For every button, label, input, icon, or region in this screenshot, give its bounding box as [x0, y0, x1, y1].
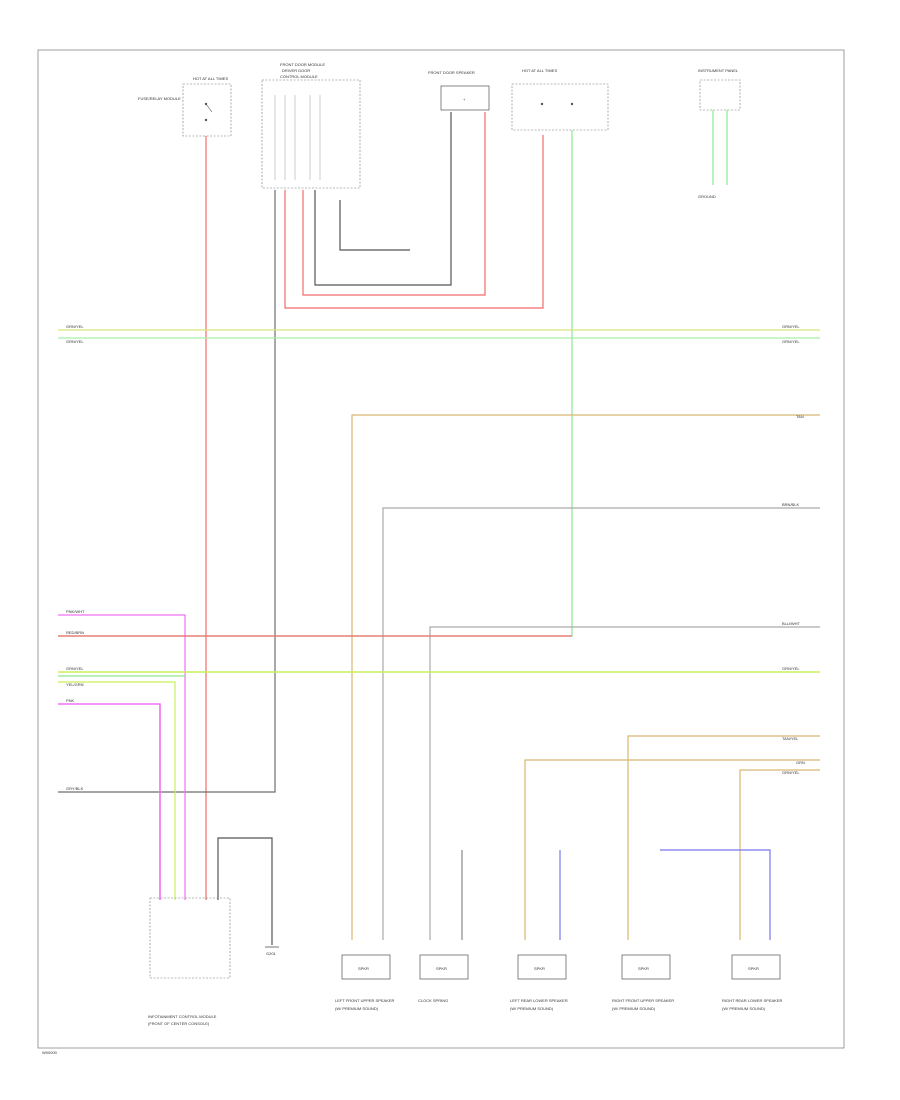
front-door-module-ctrl: CONTROL MODULE	[280, 74, 318, 79]
speaker-clock-spring: SPKR CLOCK SPRING	[418, 954, 469, 1003]
wire-label-r5: GRN/YEL	[782, 666, 800, 671]
speaker-clock-spring-label: CLOCK SPRING	[418, 998, 448, 1003]
fuse-box-left-label: FUSE/RELAY MODULE	[138, 96, 181, 101]
speaker-left-front-label: LEFT FRONT UPPER SPEAKER	[335, 998, 395, 1003]
wire-label-l5: YEL/GRN	[66, 682, 84, 687]
wire-label-r3: BRN/BLK	[782, 502, 799, 507]
speaker-left-rear: SPKR LEFT REAR LOWER SPEAKER (W/ PREMIUM…	[510, 954, 568, 1011]
wire-label-l6: PNK	[66, 698, 75, 703]
wire-tan-right-1	[627, 735, 820, 940]
speaker-clock-spring-tag: SPKR	[436, 966, 447, 971]
speaker-right-rear-sub: (W/ PREMIUM SOUND)	[722, 1006, 766, 1011]
wire-label-r1: GRN/YEL	[782, 339, 800, 344]
wire-gray-door-module	[58, 190, 276, 793]
wire-tan-right-2	[524, 759, 820, 940]
wire-label-l2: PNK/WHT	[66, 609, 85, 614]
wire-label-l0: GRN/YEL	[66, 324, 84, 329]
wire-label-r0: GRN/YEL	[782, 324, 800, 329]
speaker-left-rear-label: LEFT REAR LOWER SPEAKER	[510, 998, 568, 1003]
speaker-right-rear-label: RIGHT REAR LOWER SPEAKER	[722, 998, 782, 1003]
front-door-speaker-title: FRONT DOOR SPEAKER	[428, 70, 475, 75]
front-door-module: FRONT DOOR MODULE DRIVER DOOR CONTROL MO…	[261, 62, 361, 189]
wire-label-r4: BLU/WHT	[782, 621, 801, 626]
diagram-frame	[37, 49, 845, 1049]
wire-red-loop-2	[302, 112, 486, 296]
footer-code: W00000	[42, 1050, 58, 1055]
wire-darkgray-ground	[217, 837, 273, 945]
wire-label-l4: GRN/YEL	[66, 666, 84, 671]
ground-g201-label: G201	[266, 951, 277, 956]
fuse-box-left: HOT AT ALL TIMES FUSE/RELAY MODULE	[138, 76, 232, 137]
wire-gray-mid	[429, 626, 820, 940]
speaker-left-front-tag: SPKR	[358, 966, 369, 971]
speaker-right-front: SPKR RIGHT FRONT UPPER SPEAKER (W/ PREMI…	[612, 954, 674, 1011]
ground-g201: G201	[265, 946, 279, 956]
speaker-left-front: SPKR LEFT FRONT UPPER SPEAKER (W/ PREMIU…	[335, 954, 395, 1011]
wire-darkgray-short	[339, 200, 410, 251]
speaker-right-front-sub: (W/ PREMIUM SOUND)	[612, 1006, 656, 1011]
front-door-speaker: FRONT DOOR SPEAKER +	[428, 70, 490, 111]
wire-label-r6: TAN/YEL	[782, 736, 799, 741]
fuse-box-left-title: HOT AT ALL TIMES	[193, 76, 228, 81]
speaker-right-rear-tag: SPKR	[748, 966, 759, 971]
wire-label-r8: GRN/YEL	[782, 770, 800, 775]
speaker-left-front-sub: (W/ PREMIUM SOUND)	[335, 1006, 379, 1011]
fuse-box-right: HOT AT ALL TIMES	[511, 68, 609, 131]
bottom-module-sub: (FRONT OF CENTER CONSOLE)	[148, 1021, 210, 1026]
front-door-module-title: FRONT DOOR MODULE	[280, 62, 325, 67]
speaker-left-rear-tag: SPKR	[534, 966, 545, 971]
wire-yellowgreen-left	[58, 681, 176, 900]
speaker-right-front-label: RIGHT FRONT UPPER SPEAKER	[612, 998, 674, 1003]
wire-pink-bottom	[58, 703, 161, 900]
wire-label-r7: GRN	[796, 760, 805, 765]
wire-label-r2: TAN	[796, 414, 804, 419]
svg-text:+: +	[463, 97, 466, 102]
wire-blue-2	[660, 849, 771, 940]
infotainment-control-module: INFOTAINMENT CONTROL MODULE (FRONT OF CE…	[148, 897, 231, 1026]
wire-darkgray-loop	[314, 112, 452, 286]
fuse-box-right-title: HOT AT ALL TIMES	[522, 68, 557, 73]
instrument-panel-title: INSTRUMENT PANEL	[698, 68, 739, 73]
instrument-panel-module: INSTRUMENT PANEL GROUND	[698, 68, 741, 199]
wire-red-loop-1	[284, 135, 544, 309]
wire-tan-long	[351, 414, 820, 940]
wire-tan-right-3	[739, 769, 820, 940]
speaker-right-rear: SPKR RIGHT REAR LOWER SPEAKER (W/ PREMIU…	[722, 954, 782, 1011]
instrument-panel-ground: GROUND	[698, 194, 716, 199]
wire-label-l1: GRN/YEL	[66, 339, 84, 344]
wire-gray-long	[382, 507, 820, 940]
wire-pink-top	[58, 614, 186, 900]
wire-label-l3: RED/BRN	[66, 630, 84, 635]
wire-label-l7: GRY/BLK	[66, 786, 84, 791]
bottom-module-label: INFOTAINMENT CONTROL MODULE	[148, 1014, 217, 1019]
front-door-module-sub: DRIVER DOOR	[282, 68, 310, 73]
speaker-left-rear-sub: (W/ PREMIUM SOUND)	[510, 1006, 554, 1011]
speaker-right-front-tag: SPKR	[638, 966, 649, 971]
